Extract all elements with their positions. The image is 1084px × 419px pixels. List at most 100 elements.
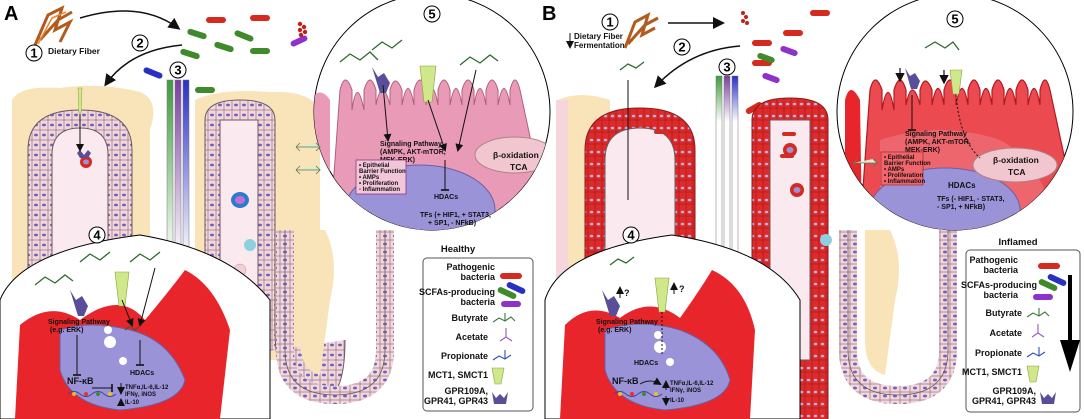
cytokine-label: TNFα,IL-6,IL-12 [670,381,714,387]
scfa-bacterium [234,30,254,42]
scfa-bacterium [187,28,207,40]
legend-label: GPR109A, [992,386,1036,396]
cytokine-label: IFNγ, iNOS [125,392,156,398]
step-1-marker [25,44,43,62]
pathogenic-bacterium [752,40,772,46]
dietary-fiber-icon [33,5,74,46]
nfkb-label: NF-κB [612,376,639,386]
step-1-marker [601,13,619,31]
step-5-marker [946,10,964,28]
transporter-icon [419,65,437,103]
butyrate-molecule [129,251,161,263]
acetate-gradient-bar [174,79,182,261]
legend-box [422,257,534,412]
effect-item: • Proliferation [359,181,398,187]
butyrate-molecule [79,251,111,263]
effect-item: • Proliferation [884,173,923,179]
legend-label: Acetate [989,328,1022,338]
step-2-marker [673,38,691,56]
scfa-bacterium [180,48,200,60]
crypt-a [276,230,394,405]
scfa-bacterium [762,72,780,84]
signaling-pathway-label: Signaling Pathway [380,141,442,148]
transporter-icon [114,271,130,307]
bacteria-to-mucosa-arrow [653,45,741,89]
nucleus [59,324,186,411]
nucleus [604,323,731,411]
legend-label: bacteria [983,290,1019,300]
tight-junction-icon [295,142,321,175]
step-4-number: 4 [627,228,635,243]
beta-oxidation-label: β-oxidation [993,155,1039,165]
pathogenic-bacterium [745,102,763,114]
step-1-number: 1 [606,15,613,30]
cytokine-label: IL-10 [670,398,685,404]
effect-item: Barrier Function [884,161,931,167]
dietary-fiber-icon [623,11,659,49]
pathogenic-bacteria-icon [1038,263,1060,269]
signaling-pathway-detail: (AMPK, AKT-mTOR, [905,139,971,146]
butyrate-molecule [619,61,645,71]
signaling-pathway-detail: MEK-ERK) [905,147,940,154]
receptor-icon [77,150,91,158]
panel-letter-a: A [4,3,18,25]
butyrate-molecule [34,274,74,286]
legend-label: Propionate [441,351,488,361]
dna-icon [67,391,117,397]
butyrate-molecule [609,256,635,266]
pathogen-cluster [741,11,749,25]
step-3-number: 3 [723,60,730,75]
step-1-number: 1 [30,46,37,61]
effect-item: - Inflammation [359,187,400,193]
receptor-icon [492,392,508,404]
scfa-gradient-bars [715,75,739,261]
step-4-marker [622,226,640,244]
propionate-gradient-bar [182,79,190,261]
dendritic-cell [244,239,256,251]
panel-b: B 1 Dietary Fiber Fermentation 2 3 [542,0,1081,419]
legend-label: SCFAs-producing [961,280,1037,290]
cytokine-label: IL-10 [125,400,140,406]
effects-box [355,159,407,195]
transcription-factors-detail: - SP1, + NFkB) [937,204,985,211]
dendritic-cell [820,234,832,246]
receptor-icon [905,68,920,89]
legend-label: Propionate [975,348,1022,358]
legend-label: MCT1, SMCT1 [962,367,1022,377]
transcription-factors-detail: + SP1, - NFkB) [428,220,476,227]
butyrate-molecule [924,41,960,51]
propionate-icon [1026,347,1046,358]
acetate-icon [1031,324,1045,338]
legend-label: GPR109A, [444,386,488,396]
signaling-pathway-detail: (AMPK, AKT-mTOR, [380,149,446,156]
luminal-bacteria [143,15,308,93]
hdacs-label: HDACs [130,370,154,377]
legend-title: Healthy [441,244,476,255]
receptor-icon [70,290,88,316]
fiber-to-bacteria-arrow [79,10,181,30]
signaling-pathway-label: Signaling Pathway [905,131,967,138]
hdacs-label: HDACs [634,360,658,367]
scfa-bacteria-icon [1033,274,1067,300]
fermentation-label: Fermentation [574,41,625,50]
receptor-icon [1040,392,1056,404]
transporter-icon [77,87,83,115]
panel-a: A 1 Dietary Fiber 2 [0,0,551,419]
zoom-circle-4-a: 4 Signaling Pathway (e.g. ERK) HDACs NF-… [0,226,271,419]
step-2-number: 2 [678,40,685,55]
cytokine-label: IFNγ, iNOS [670,388,701,394]
legend-title: Inflamed [998,237,1037,248]
transcription-factors-label: TFs (- HIF1, - STAT3, [937,196,1004,203]
legend-label: SCFAs-producing [419,287,495,297]
scfa-bacterium [195,87,215,93]
step-5-number: 5 [951,12,958,27]
pathogen-cluster [297,21,308,38]
question-mark: ? [679,284,685,294]
propionate-icon [492,350,512,361]
butyrate-gradient-bar [715,75,723,261]
pathogenic-bacterium [250,15,270,21]
effect-item: • Inflammation [884,179,925,185]
signaling-pathway-detail: (e.g. ERK) [50,327,83,334]
effects-box [880,151,924,186]
